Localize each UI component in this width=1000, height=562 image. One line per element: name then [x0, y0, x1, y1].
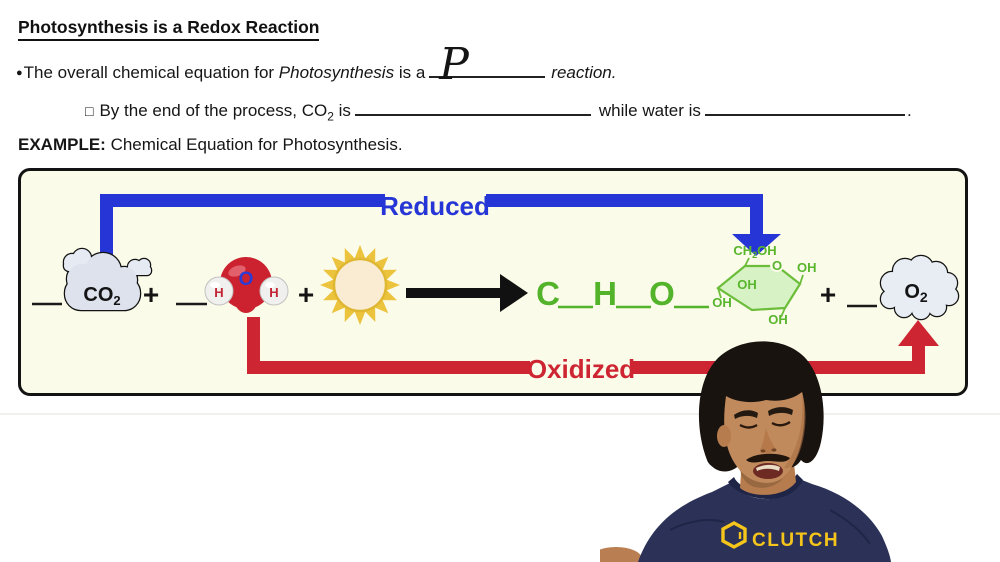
glucose-ch2oh-label: CH2OH [733, 243, 776, 260]
bullet-line-overall-equation: ●The overall chemical equation for Photo… [16, 42, 617, 86]
water-oxygen-label: O [239, 269, 254, 290]
handwritten-answer: P [439, 38, 469, 90]
example-text: Chemical Equation for Photosynthesis. [105, 135, 403, 154]
answer-blank-water[interactable] [704, 99, 905, 116]
o2-formula: O2 [904, 281, 928, 305]
plus-sign-1: + [143, 279, 159, 310]
glucose-oh-bottom-label: OH [768, 312, 788, 327]
o2-cloud-icon: O2 [879, 254, 960, 321]
separator-line [0, 413, 1000, 415]
instructor-shirt [638, 474, 891, 562]
sun-icon [319, 244, 401, 326]
clutch-hexagon-icon [721, 521, 747, 549]
sub-bullet-period: . [906, 101, 912, 120]
glucose-ring-oxygen-label: O [772, 258, 782, 273]
co2-cloud-icon: CO2 [62, 247, 153, 312]
plus-sign-2: + [298, 279, 314, 310]
plus-sign-3: + [820, 279, 836, 310]
reaction-arrow [406, 274, 528, 312]
water-hydrogen-left-label: H [214, 285, 223, 300]
glucose-oh-inner-label: OH [737, 277, 757, 292]
glucose-oh-right-label: OH [797, 260, 817, 275]
instructor-mustache [746, 453, 790, 463]
bullet-text-pre: The overall chemical equation for [23, 63, 279, 82]
example-line: EXAMPLE: Chemical Equation for Photosynt… [18, 135, 403, 155]
clutch-logo-text: CLUTCH [752, 530, 839, 551]
square-bullet-icon: □ [85, 103, 94, 119]
bullet-text-post: reaction. [551, 63, 617, 82]
product-c: C [536, 275, 560, 312]
water-hydrogen-right-label: H [269, 285, 278, 300]
instructor-face [717, 392, 806, 488]
photosynthesis-diagram: Reduced Oxidized CO2 + [18, 168, 968, 396]
co2-subscript: 2 [327, 109, 334, 124]
bullet-text-mid: is a [394, 63, 426, 82]
example-label: EXAMPLE: [18, 135, 106, 154]
sub-bullet-text-while: while water is [598, 101, 701, 120]
reduced-label: Reduced [380, 191, 490, 221]
product-h: H [593, 275, 617, 312]
instructor-video: CLUTCH [600, 341, 891, 562]
sub-bullet-line-process: □ By the end of the process, CO2 is while … [85, 99, 912, 123]
product-o: O [649, 275, 675, 312]
instructor-hand [600, 547, 642, 562]
water-molecule-icon: O H H [204, 257, 289, 313]
clutch-logo: CLUTCH [721, 521, 839, 551]
answer-blank-co2[interactable] [354, 99, 591, 116]
answer-blank-reaction-type[interactable]: P [429, 42, 546, 86]
oxidized-label: Oxidized [527, 354, 635, 384]
co2-formula: CO2 [83, 284, 120, 308]
bullet-term: Photosynthesis [278, 63, 395, 82]
sub-bullet-text-mid: is [333, 101, 351, 120]
page-title: Photosynthesis is a Redox Reaction [18, 17, 320, 41]
diagram-canvas: Reduced Oxidized CO2 + [32, 191, 960, 384]
reduced-arrow [100, 194, 781, 258]
product-formula: C H O [536, 275, 709, 312]
glucose-oh-left-label: OH [712, 295, 732, 310]
sub-bullet-text-pre: By the end of the process, CO [99, 101, 328, 120]
glucose-molecule-icon: CH2OH O OH OH OH OH [712, 243, 816, 327]
bullet-icon: ● [16, 67, 23, 79]
